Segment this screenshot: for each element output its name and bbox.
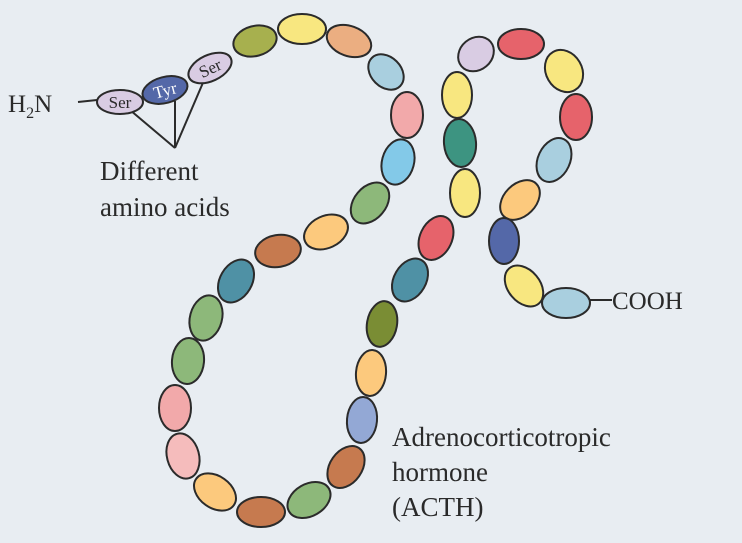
amino-acid-bead <box>354 349 388 397</box>
amino-acid-bead <box>499 179 541 221</box>
amino-acid-bead <box>503 264 545 308</box>
amino-acid-bead <box>141 75 189 105</box>
amino-acid-bead <box>488 217 520 265</box>
amino-acid-bead <box>303 213 349 251</box>
n-terminus-bond <box>77 99 98 103</box>
amino-acid-bead <box>277 13 327 45</box>
hormone-name-line3: (ACTH) <box>392 492 483 522</box>
amino-acid-bead <box>170 337 206 385</box>
amino-acid-bead <box>187 51 233 85</box>
amino-acid-bead <box>390 257 430 303</box>
amino-acid-bead <box>541 287 591 319</box>
amino-acid-bead <box>390 91 424 139</box>
amino-acid-bead <box>188 294 224 342</box>
n-terminus-label: H2N <box>8 91 52 122</box>
amino-acid-bead <box>380 138 416 186</box>
amino-acid-bead <box>254 233 302 269</box>
amino-acid-bead <box>535 137 573 183</box>
callout-label-line2: amino acids <box>100 192 230 222</box>
amino-acid-bead <box>236 496 286 528</box>
amino-acid-bead <box>367 53 405 91</box>
amino-acid-bead <box>193 472 237 512</box>
amino-acid-bead <box>325 23 373 59</box>
hormone-name-line2: hormone <box>392 457 488 487</box>
amino-acid-bead <box>345 396 379 444</box>
amino-acid-bead <box>441 71 473 119</box>
callout-label-line1: Different <box>100 156 199 186</box>
amino-acid-bead <box>326 445 366 489</box>
amino-acid-bead <box>497 28 545 60</box>
amino-acid-bead <box>543 48 585 94</box>
amino-acid-bead <box>457 35 495 73</box>
amino-acid-bead <box>232 24 278 58</box>
amino-acid-bead <box>216 258 256 304</box>
amino-acid-bead <box>442 118 478 168</box>
amino-acid-bead <box>417 215 455 261</box>
c-terminus-label: COOH <box>612 288 683 315</box>
amino-acid-bead <box>349 181 391 225</box>
amino-acid-bead <box>286 480 332 520</box>
amino-acid-bead <box>365 300 399 348</box>
amino-acid-bead <box>165 432 201 480</box>
hormone-name-line1: Adrenocorticotropic <box>392 422 611 452</box>
amino-acid-bead <box>158 384 192 432</box>
residue-label: Ser <box>109 93 132 112</box>
amino-acid-bead <box>96 89 144 115</box>
callout-lines <box>129 77 206 149</box>
amino-acid-bead <box>449 168 481 218</box>
amino-acid-bead <box>559 93 593 141</box>
